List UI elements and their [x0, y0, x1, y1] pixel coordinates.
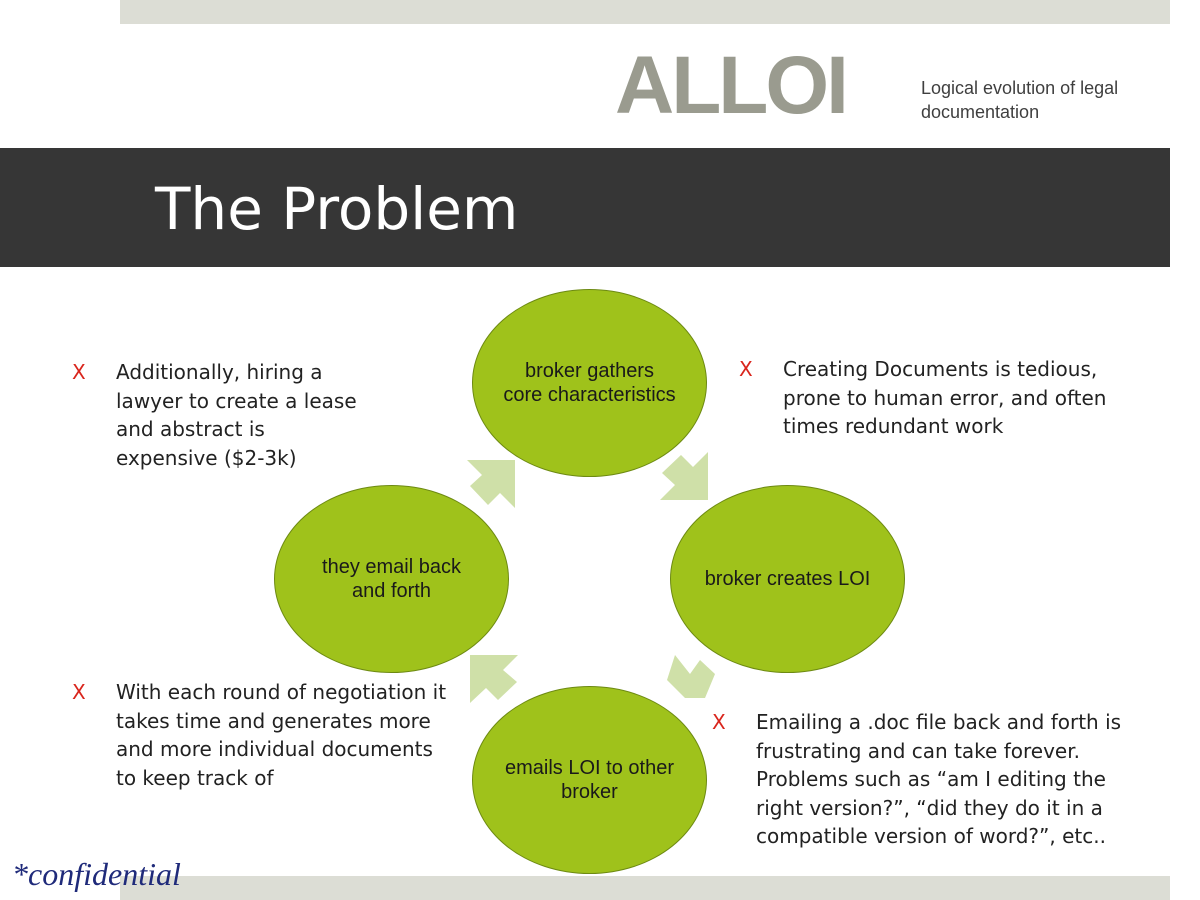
title-band: The Problem	[0, 148, 1170, 267]
bullet-text: Additionally, hiring a lawyer to create …	[116, 360, 357, 470]
slide-title: The Problem	[155, 175, 519, 243]
logo-mark: ALLOI	[615, 40, 849, 131]
bullet-lawyer-cost: X Additionally, hiring a lawyer to creat…	[72, 358, 372, 472]
bullet-text: With each round of negotiation it takes …	[116, 680, 447, 790]
x-mark-icon: X	[739, 357, 753, 381]
top-accent-bar	[120, 0, 1170, 24]
cycle-node-email-loi: emails LOI to other broker	[472, 686, 707, 874]
bullet-negotiation-rounds: X With each round of negotiation it take…	[72, 678, 452, 792]
bottom-accent-bar	[120, 876, 1170, 900]
arrow-right-to-bottom	[667, 655, 715, 698]
arrow-top-to-right	[660, 452, 708, 500]
x-mark-icon: X	[72, 360, 86, 384]
cycle-node-email-back-forth: they email back and forth	[274, 485, 509, 673]
cycle-node-create-loi: broker creates LOI	[670, 485, 905, 673]
x-mark-icon: X	[712, 710, 726, 734]
x-mark-icon: X	[72, 680, 86, 704]
arrow-left-to-top	[467, 460, 515, 508]
cycle-node-gather: broker gathers core characteristics	[472, 289, 707, 477]
bullet-text: Emailing a .doc file back and forth is f…	[756, 710, 1122, 848]
logo-tagline: Logical evolution of legal documentation	[921, 78, 1119, 122]
bullet-text: Creating Documents is tedious, prone to …	[783, 357, 1107, 438]
arrow-bottom-to-left	[470, 655, 518, 703]
bullet-emailing-doc: X Emailing a .doc file back and forth is…	[712, 708, 1157, 851]
confidential-label: *confidential	[12, 856, 181, 892]
bullet-creating-documents: X Creating Documents is tedious, prone t…	[739, 355, 1139, 441]
